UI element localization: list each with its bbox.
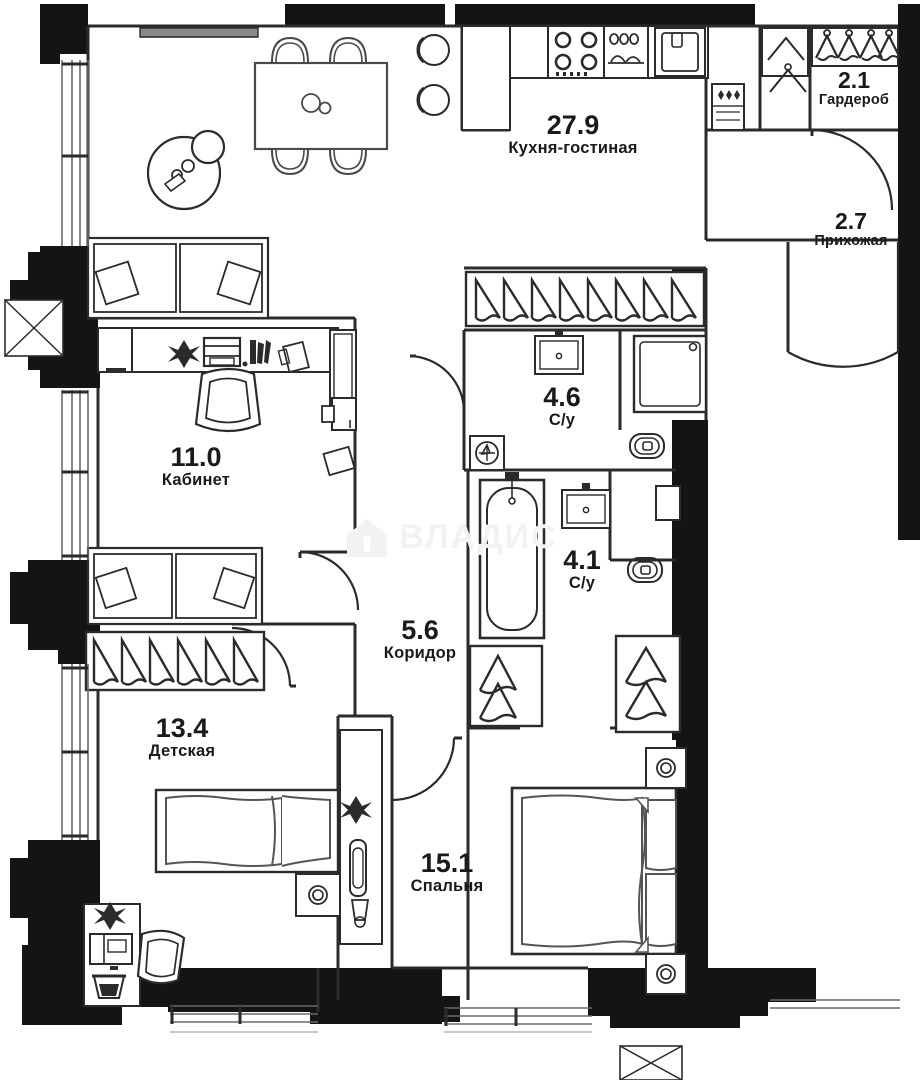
wardrobe-door-icon bbox=[810, 128, 894, 211]
windows bbox=[61, 60, 900, 1026]
corridor-closet-left-icon bbox=[468, 644, 544, 728]
kitchen-living-furniture bbox=[139, 25, 745, 211]
children-room-furniture bbox=[83, 788, 341, 1007]
ventilation-shaft-icon bbox=[4, 299, 683, 1080]
bathroom-2-fixtures bbox=[478, 472, 681, 640]
bedroom-closet-icon bbox=[614, 634, 682, 734]
hall-hangers-icon bbox=[761, 27, 809, 93]
bedroom-furniture bbox=[391, 736, 687, 995]
structural-walls bbox=[10, 4, 920, 1028]
study-furniture bbox=[86, 236, 360, 688]
entry-door-icon bbox=[786, 242, 900, 368]
corridor-details bbox=[339, 729, 383, 945]
children-closet-icon bbox=[84, 630, 266, 692]
corridor-hangers-icon bbox=[464, 270, 706, 328]
bathroom-1-fixtures bbox=[409, 328, 708, 471]
wardrobe-hangers-icon bbox=[811, 27, 902, 67]
